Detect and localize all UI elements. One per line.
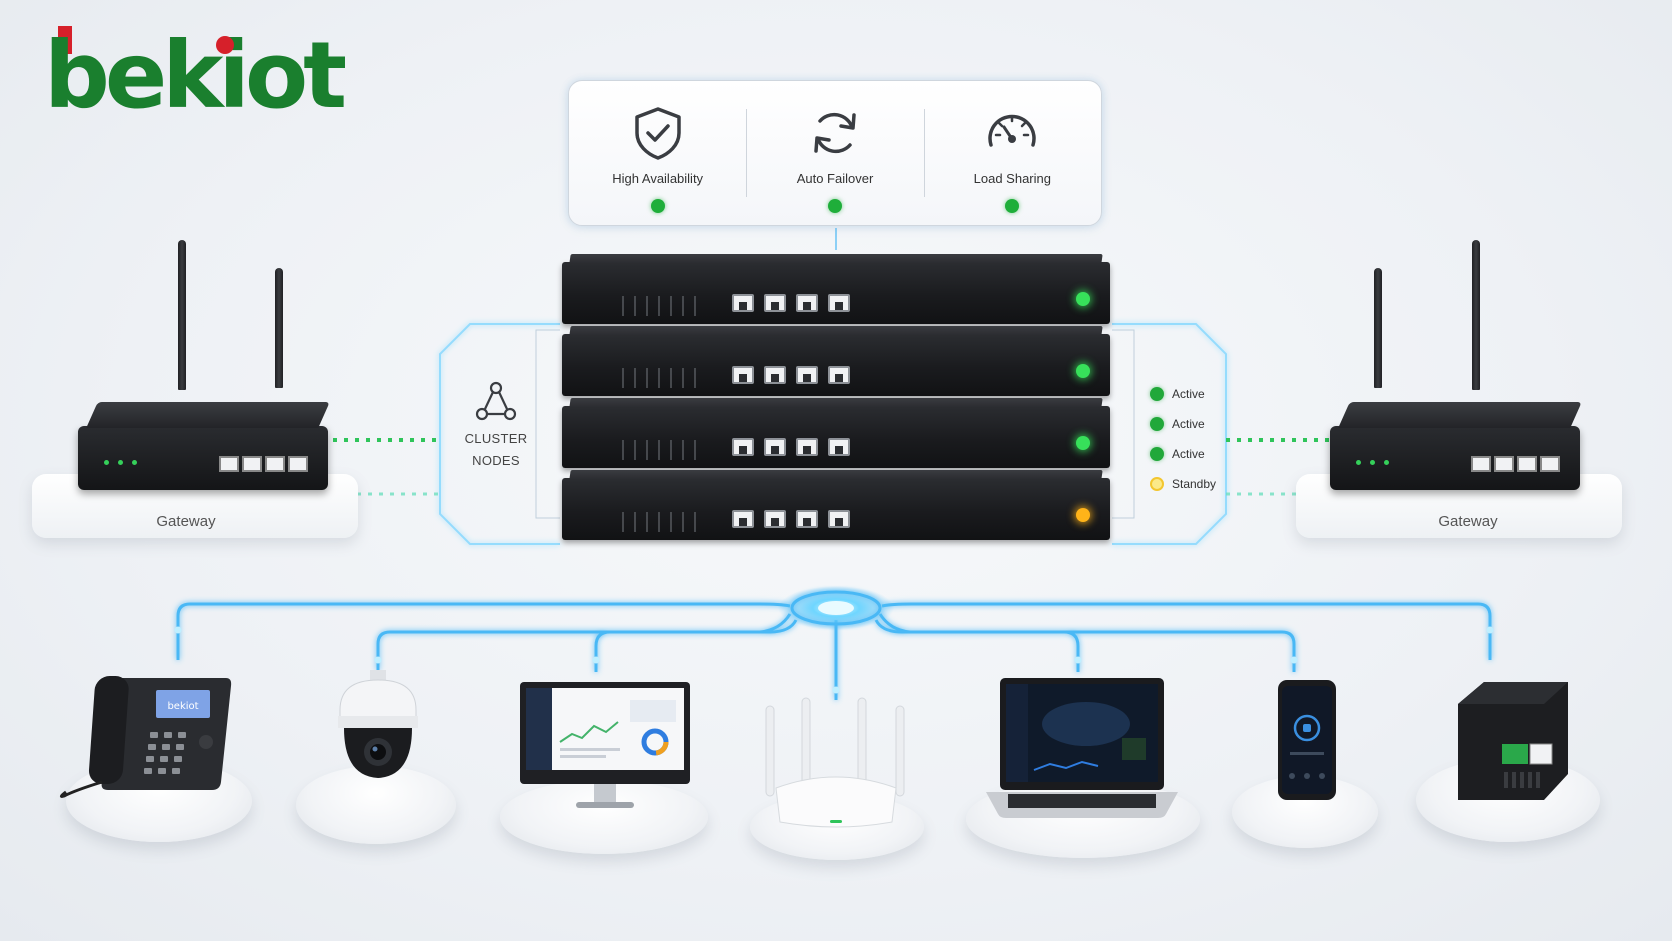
smartphone-icon	[1278, 680, 1336, 800]
node-status-text: Standby	[1172, 477, 1216, 491]
status-led	[651, 199, 665, 213]
refresh-icon	[808, 105, 862, 161]
feature-panel: High Availability Auto Failover Load Sha…	[568, 80, 1102, 226]
wifi-router-icon	[756, 696, 916, 836]
speedometer-icon	[985, 105, 1039, 161]
node-status-3: Active	[1150, 447, 1205, 461]
node-status-4: Standby	[1150, 477, 1216, 491]
status-led	[1005, 199, 1019, 213]
cluster-node-2	[562, 334, 1110, 396]
io-module-icon	[1458, 682, 1568, 806]
cluster-label-line1: CLUSTER	[456, 428, 536, 450]
laptop-icon	[986, 678, 1178, 828]
ptz-camera-icon	[330, 670, 426, 790]
node-status-2: Active	[1150, 417, 1205, 431]
feature-high-availability: High Availability	[569, 81, 746, 225]
status-panel-outline	[1112, 324, 1226, 544]
feature-label: Load Sharing	[974, 171, 1051, 186]
node-status-led	[1076, 508, 1090, 522]
cluster-nodes-label: CLUSTER NODES	[456, 380, 536, 472]
cluster-label-line2: NODES	[456, 450, 536, 472]
gateway-right	[1330, 426, 1580, 490]
gateway-label-right: Gateway	[1408, 513, 1528, 530]
cluster-node-4	[562, 478, 1110, 540]
node-status-text: Active	[1172, 387, 1205, 401]
phone-screen-text: bekiot	[167, 701, 198, 712]
node-status-text: Active	[1172, 417, 1205, 431]
standby-indicator	[1150, 477, 1164, 491]
ip-phone-icon: bekiot	[56, 670, 232, 804]
feature-load-sharing: Load Sharing	[924, 81, 1101, 225]
antenna-icon	[1374, 268, 1382, 388]
node-status-led	[1076, 436, 1090, 450]
antenna-icon	[275, 268, 283, 388]
feature-auto-failover: Auto Failover	[746, 81, 923, 225]
active-indicator	[1150, 417, 1164, 431]
cluster-node-3	[562, 406, 1110, 468]
feature-label: High Availability	[612, 171, 703, 186]
gateway-label-left: Gateway	[126, 513, 246, 530]
status-led	[828, 199, 842, 213]
logo-wordmark: bekiot	[44, 30, 342, 122]
antenna-icon	[178, 240, 186, 390]
antenna-icon	[1472, 240, 1480, 390]
cluster-nodes-icon	[474, 380, 518, 422]
shield-check-icon	[631, 105, 685, 161]
cluster-node-1	[562, 262, 1110, 324]
node-status-led	[1076, 292, 1090, 306]
node-status-1: Active	[1150, 387, 1205, 401]
bekiot-logo: bekiot	[26, 22, 326, 122]
gateway-left	[78, 426, 328, 490]
active-indicator	[1150, 387, 1164, 401]
node-status-led	[1076, 364, 1090, 378]
desktop-monitor-icon	[520, 680, 690, 820]
active-indicator	[1150, 447, 1164, 461]
feature-label: Auto Failover	[797, 171, 874, 186]
node-status-text: Active	[1172, 447, 1205, 461]
